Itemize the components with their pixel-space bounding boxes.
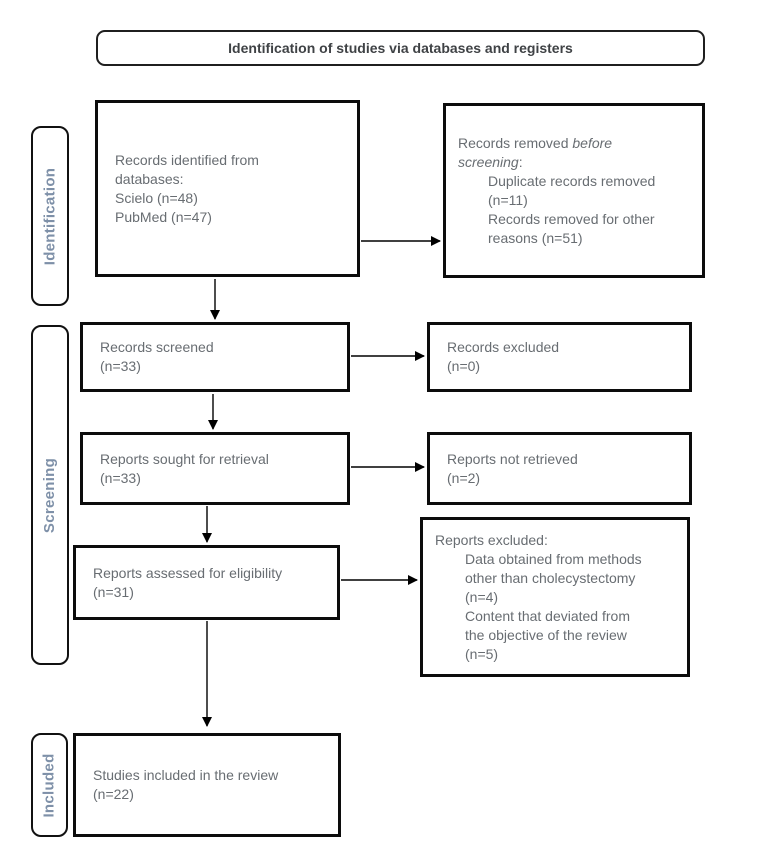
stage-label-identification-text: Identification (41, 167, 59, 265)
box-records-identified-line: Records identified from (115, 151, 259, 168)
box-reports-assessed-line: (n=31) (93, 583, 134, 600)
box-records-removed: Records removed before screening: Duplic… (443, 103, 705, 278)
box-records-excluded: Records excluded (n=0) (427, 322, 692, 392)
box-studies-included-line: (n=22) (93, 786, 134, 802)
box-reports-excluded: Reports excluded: Data obtained from met… (420, 517, 690, 677)
box-studies-included-line: Studies included in the review (93, 767, 279, 783)
box-reports-excluded-detail: Data obtained from methods (465, 550, 642, 567)
box-reports-excluded-header: Reports excluded: (435, 531, 548, 548)
box-reports-not-retrieved-line: Reports not retrieved (447, 450, 578, 467)
box-records-excluded-line: (n=0) (447, 358, 481, 374)
box-records-removed-detail: Records removed for other (488, 210, 655, 227)
box-reports-not-retrieved-line: (n=2) (447, 469, 481, 486)
box-reports-excluded-detail: Content that deviated from (465, 607, 630, 624)
box-records-removed-detail: (n=11) (488, 191, 528, 208)
box-reports-excluded-detail: the objective of the review (465, 626, 627, 643)
box-reports-sought-line: (n=33) (100, 469, 141, 486)
box-records-removed-detail: Duplicate records removed (488, 172, 656, 189)
box-studies-included: Studies included in the review (n=22) (73, 733, 341, 837)
box-records-removed-detail: reasons (n=51) (488, 229, 583, 246)
box-reports-excluded-detail: other than cholecystectomy (465, 569, 636, 586)
box-reports-assessed: Reports assessed for eligibility (n=31) (73, 545, 340, 620)
box-records-identified-line: Scielo (n=48) (115, 189, 198, 206)
box-reports-assessed-line: Reports assessed for eligibility (93, 564, 283, 581)
stage-label-screening-text: Screening (41, 457, 59, 533)
stage-label-included-text: Included (41, 752, 59, 818)
box-records-identified-line: PubMed (n=47) (115, 208, 212, 225)
box-records-removed-header-line2: screening: (458, 153, 523, 170)
box-records-excluded-line: Records excluded (447, 339, 560, 355)
box-reports-sought-line: Reports sought for retrieval (100, 450, 269, 467)
box-records-screened: Records screened (n=33) (80, 322, 350, 392)
box-reports-excluded-detail: (n=5) (465, 645, 499, 662)
stage-label-identification: Identification (31, 126, 69, 306)
box-reports-sought: Reports sought for retrieval (n=33) (80, 432, 350, 505)
box-reports-not-retrieved: Reports not retrieved (n=2) (427, 432, 692, 505)
box-records-identified-line: databases: (115, 170, 184, 187)
box-records-removed-header-line1: Records removed before (458, 134, 613, 151)
box-records-identified: Records identified from databases: Sciel… (95, 100, 360, 277)
box-records-screened-line: Records screened (100, 339, 214, 355)
diagram-title-box: Identification of studies via databases … (96, 30, 705, 66)
box-records-screened-line: (n=33) (100, 358, 141, 374)
diagram-title: Identification of studies via databases … (228, 40, 573, 56)
box-reports-excluded-detail: (n=4) (465, 588, 499, 605)
stage-label-included: Included (31, 733, 68, 837)
stage-label-screening: Screening (31, 325, 69, 665)
